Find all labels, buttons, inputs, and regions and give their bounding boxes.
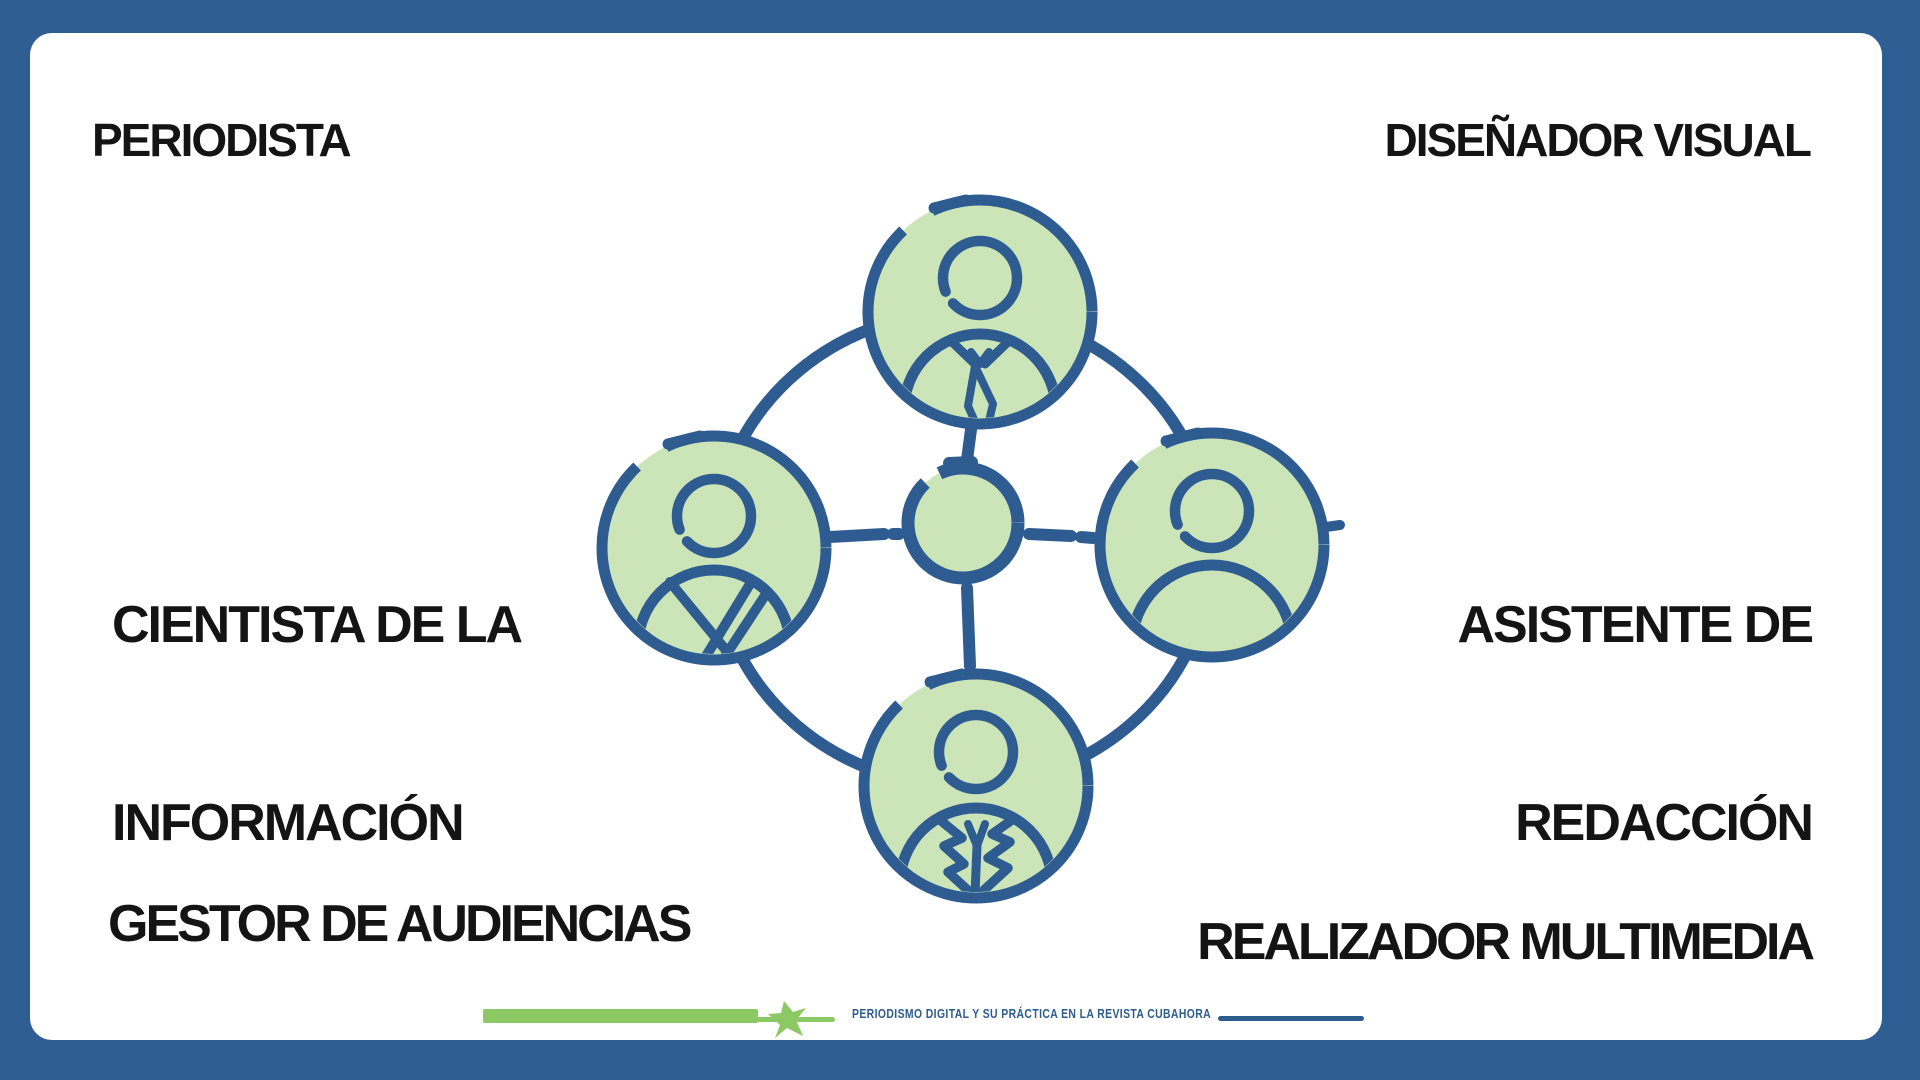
person-suit-icon <box>858 668 1094 904</box>
person-plain-icon <box>1094 427 1330 663</box>
label-periodista: PERIODISTA <box>92 114 352 166</box>
spoke-right <box>1023 528 1099 544</box>
sketch-fleck-right <box>1321 520 1345 532</box>
footer-caption: PERIODISMO DIGITAL Y SU PRÁCTICA EN LA R… <box>852 1006 1212 1021</box>
label-gestor-audiencias: GESTOR DE AUDIENCIAS <box>108 895 692 953</box>
label-line: INFORMACIÓN <box>112 794 465 852</box>
label-cientista-informacion: CIENTISTA DE LA INFORMACIÓN <box>112 460 523 922</box>
label-line: REDACCIÓN <box>1515 794 1814 852</box>
label-asistente-redaccion: ASISTENTE DE REDACCIÓN <box>1457 460 1814 922</box>
hub-circle <box>901 456 1025 585</box>
spoke-left <box>824 528 905 543</box>
label-line: CIENTISTA DE LA <box>112 596 523 654</box>
person-tie-icon <box>862 194 1098 430</box>
footer-green-bar <box>483 1009 758 1023</box>
label-disenador-visual: DISEÑADOR VISUAL <box>1384 114 1812 166</box>
star-icon <box>768 1001 806 1038</box>
label-line: ASISTENTE DE <box>1457 596 1814 654</box>
person-robe-icon <box>596 430 832 666</box>
footer-blue-line <box>1218 1016 1364 1021</box>
label-realizador-multimedia: REALIZADOR MULTIMEDIA <box>1197 913 1815 971</box>
footer-decoration <box>483 1001 1364 1038</box>
spoke-bottom <box>961 582 976 672</box>
